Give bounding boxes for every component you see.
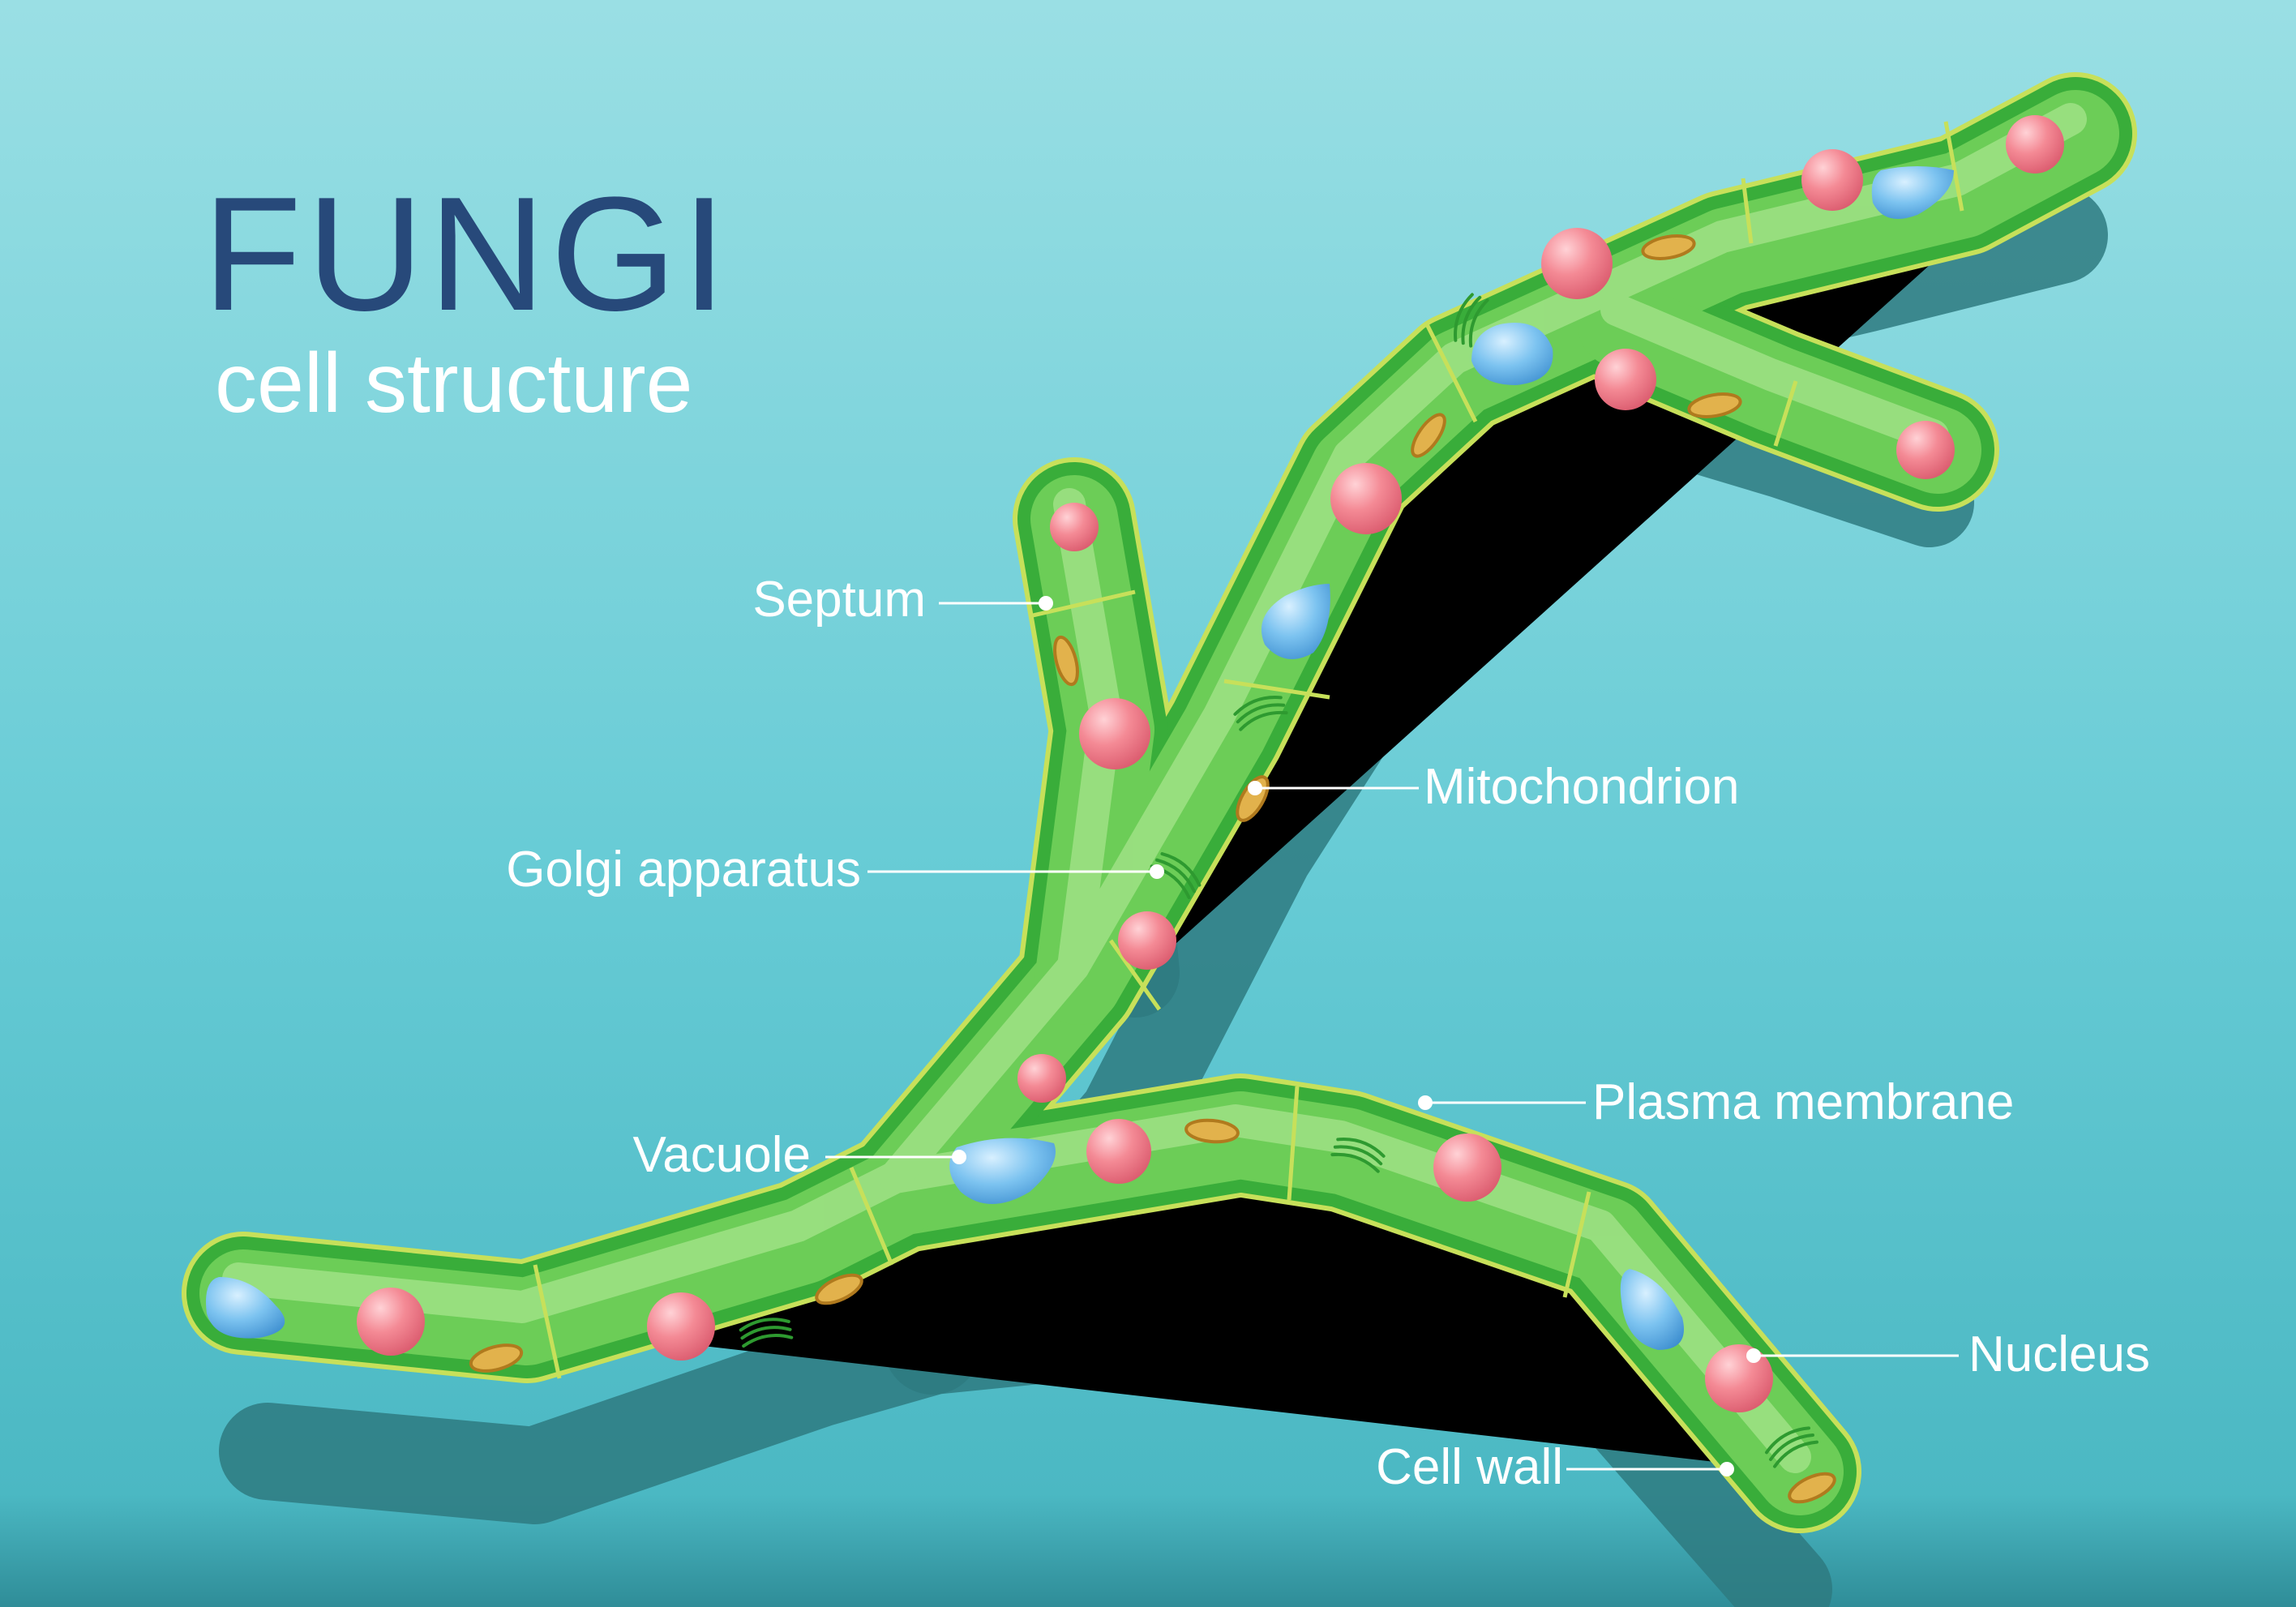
nucleus: [1050, 503, 1099, 551]
septum-label: Septum: [752, 572, 926, 628]
vacuole: [1261, 584, 1330, 659]
golgi-apparatus: [1233, 696, 1288, 731]
nucleus: [1330, 463, 1402, 534]
nucleus: [1896, 421, 1955, 479]
golgi-leader-dot: [1150, 864, 1164, 879]
mitochondrion: [815, 1273, 863, 1305]
plasma-membrane-label: Plasma membrane: [1592, 1074, 2014, 1130]
mitochondrion: [1788, 1472, 1836, 1504]
nucleus: [357, 1288, 425, 1356]
septum-7: [1424, 323, 1478, 423]
golgi-apparatus-label: Golgi apparatus: [506, 842, 861, 898]
vacuole-leader-dot: [952, 1150, 966, 1164]
cell-wall-label: Cell wall: [1376, 1439, 1563, 1495]
vacuoles: [206, 166, 1954, 1350]
vacuole: [949, 1138, 1056, 1204]
vacuole: [1871, 166, 1954, 219]
septum-10: [1029, 589, 1136, 619]
nucleus: [1118, 911, 1176, 970]
mitochondrion-leader-dot: [1248, 781, 1262, 795]
nucleus: [1801, 149, 1863, 211]
septum-3: [1287, 1086, 1300, 1201]
nucleus: [647, 1292, 715, 1361]
septum-6: [1223, 679, 1330, 700]
nucleus: [2006, 115, 2064, 174]
nucleus: [1541, 228, 1613, 299]
nucleus-leader-dot: [1746, 1348, 1761, 1363]
vacuole: [1471, 323, 1553, 385]
golgi-apparatus: [1330, 1138, 1386, 1173]
septum-9: [1943, 121, 1964, 212]
mitochondrion-label: Mitochondrion: [1424, 759, 1739, 815]
golgi-apparatus: [739, 1318, 794, 1348]
mitochondrion: [469, 1343, 524, 1373]
septum-11: [1773, 380, 1798, 447]
nucleus: [1079, 698, 1150, 769]
septum-leader-dot: [1039, 596, 1053, 611]
septum-2: [849, 1167, 894, 1266]
mitochondrion: [1411, 413, 1446, 458]
septum-4: [1562, 1191, 1591, 1298]
page-subtitle: cell structure: [215, 336, 693, 431]
mitochondrion: [1687, 392, 1742, 418]
nucleus: [1595, 349, 1656, 410]
nuclei: [357, 115, 2064, 1412]
septum-1: [533, 1264, 562, 1379]
labels: Septum Mitochondrion Golgi apparatus Pla…: [506, 572, 2150, 1495]
vacuole: [206, 1277, 285, 1339]
plasma-membrane-leader-dot: [1418, 1095, 1433, 1110]
vacuole: [1620, 1269, 1684, 1350]
mitochondrion: [1641, 234, 1696, 260]
nucleus: [1017, 1054, 1066, 1103]
cell-wall-leader-dot: [1720, 1462, 1734, 1476]
mitochondrion: [1184, 1118, 1240, 1144]
golgi-apparatus: [1765, 1426, 1818, 1468]
septum-5: [1108, 939, 1162, 1011]
septum-8: [1741, 178, 1754, 244]
golgi-apparatus: [1454, 293, 1489, 348]
mitochondria: [469, 234, 1836, 1504]
golgi-bodies: [739, 293, 1818, 1468]
nucleus-label: Nucleus: [1968, 1326, 2150, 1382]
mitochondrion: [1053, 635, 1079, 687]
vacuole-label: Vacuole: [633, 1127, 811, 1183]
leader-lines: [825, 596, 1959, 1476]
septa: [533, 121, 1964, 1379]
page-title: FUNGI: [203, 164, 731, 345]
nucleus: [1433, 1133, 1501, 1202]
nucleus: [1086, 1119, 1151, 1184]
